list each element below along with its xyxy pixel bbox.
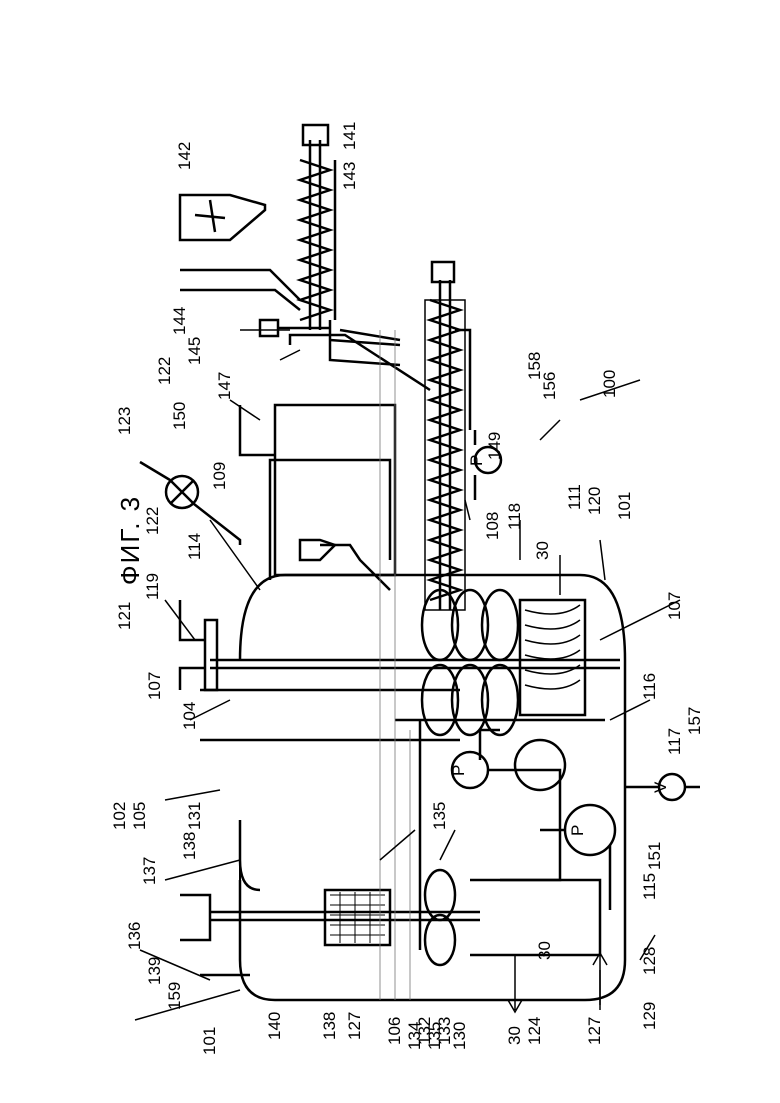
label-109: 109 xyxy=(210,462,229,490)
label-131: 131 xyxy=(185,802,204,830)
pipe-131 xyxy=(480,730,560,880)
label-106: 106 xyxy=(385,1017,404,1045)
chute-144 xyxy=(180,270,300,310)
label-124: 124 xyxy=(525,1017,544,1045)
label-134: 134 xyxy=(405,1022,424,1050)
motor-136 xyxy=(180,895,210,940)
label-101b: 101 xyxy=(615,492,634,520)
vessel-outline xyxy=(240,575,625,1000)
left-vessel xyxy=(240,820,260,890)
label-108: 108 xyxy=(483,512,502,540)
label-143: 143 xyxy=(340,162,359,190)
label-141: 141 xyxy=(340,122,359,150)
label-129: 129 xyxy=(640,1002,659,1030)
flow-arrow-1 xyxy=(508,955,522,1012)
pipe-109 xyxy=(320,545,390,590)
label-102: 102 xyxy=(110,802,129,830)
auger-drive-141 xyxy=(303,125,328,145)
label-157: 157 xyxy=(685,707,704,735)
motor-121 xyxy=(205,620,217,690)
label-137: 137 xyxy=(140,857,159,885)
label-144: 144 xyxy=(170,307,189,335)
label-140: 140 xyxy=(265,1012,284,1040)
label-158: 158 xyxy=(525,352,544,380)
label-111: 111 xyxy=(565,484,584,510)
hopper-142-rotor xyxy=(195,200,225,232)
inner-tank xyxy=(270,460,390,580)
valve-151-symbol: V xyxy=(651,781,670,793)
feeder-147 xyxy=(330,320,400,365)
label-127b: 127 xyxy=(585,1017,604,1045)
label-138a: 138 xyxy=(180,832,199,860)
label-107b: 107 xyxy=(665,592,684,620)
liquid-level xyxy=(380,330,410,1000)
label-122a: 122 xyxy=(155,357,174,385)
label-121: 121 xyxy=(115,602,134,630)
label-30c: 30 xyxy=(505,1026,524,1045)
blade-134b xyxy=(425,915,455,965)
label-128: 128 xyxy=(640,947,659,975)
label-142: 142 xyxy=(175,142,194,170)
auger-spiral-149 xyxy=(430,300,460,600)
circle-108 xyxy=(515,740,565,790)
pump-156-symbol: P xyxy=(467,455,486,466)
chamber-150-top xyxy=(240,405,275,455)
label-145: 145 xyxy=(185,337,204,365)
label-122b: 122 xyxy=(143,507,162,535)
label-118: 118 xyxy=(505,503,524,530)
feeder-145-block xyxy=(260,320,278,336)
label-147: 147 xyxy=(215,372,234,400)
valve-123-x xyxy=(170,480,194,504)
label-119: 119 xyxy=(143,573,162,600)
filter-pattern xyxy=(525,605,580,689)
label-114: 114 xyxy=(185,533,204,560)
label-105: 105 xyxy=(130,802,149,830)
label-150: 150 xyxy=(170,402,189,430)
label-139: 139 xyxy=(145,957,164,985)
label-151: 151 xyxy=(645,842,664,870)
label-127a: 127 xyxy=(345,1012,364,1040)
motor-bracket-121 xyxy=(180,600,205,690)
label-104: 104 xyxy=(180,702,199,730)
label-107a: 107 xyxy=(145,672,164,700)
label-100: 100 xyxy=(600,370,619,398)
label-117: 117 xyxy=(665,728,684,755)
label-30a: 30 xyxy=(533,541,552,560)
auger-drive xyxy=(432,262,454,282)
label-136: 136 xyxy=(125,922,144,950)
filter-111 xyxy=(520,600,585,715)
pump-115-symbol: P xyxy=(568,825,587,836)
chamber-150 xyxy=(275,405,395,575)
label-120: 120 xyxy=(585,487,604,515)
auger-spiral-141 xyxy=(300,160,330,320)
label-116: 116 xyxy=(640,673,659,700)
label-159: 159 xyxy=(165,982,184,1010)
label-135b: 135 xyxy=(425,1022,444,1050)
label-123: 123 xyxy=(115,407,134,435)
label-30b: 30 xyxy=(535,941,554,960)
label-138b: 138 xyxy=(320,1012,339,1040)
pump-131-symbol: P xyxy=(449,765,468,776)
label-115: 115 xyxy=(640,873,659,900)
hopper-109 xyxy=(300,540,335,560)
grinder-mesh xyxy=(330,892,385,943)
label-101a: 101 xyxy=(200,1027,219,1055)
label-135a: 135 xyxy=(430,802,449,830)
label-149: 149 xyxy=(485,432,504,460)
